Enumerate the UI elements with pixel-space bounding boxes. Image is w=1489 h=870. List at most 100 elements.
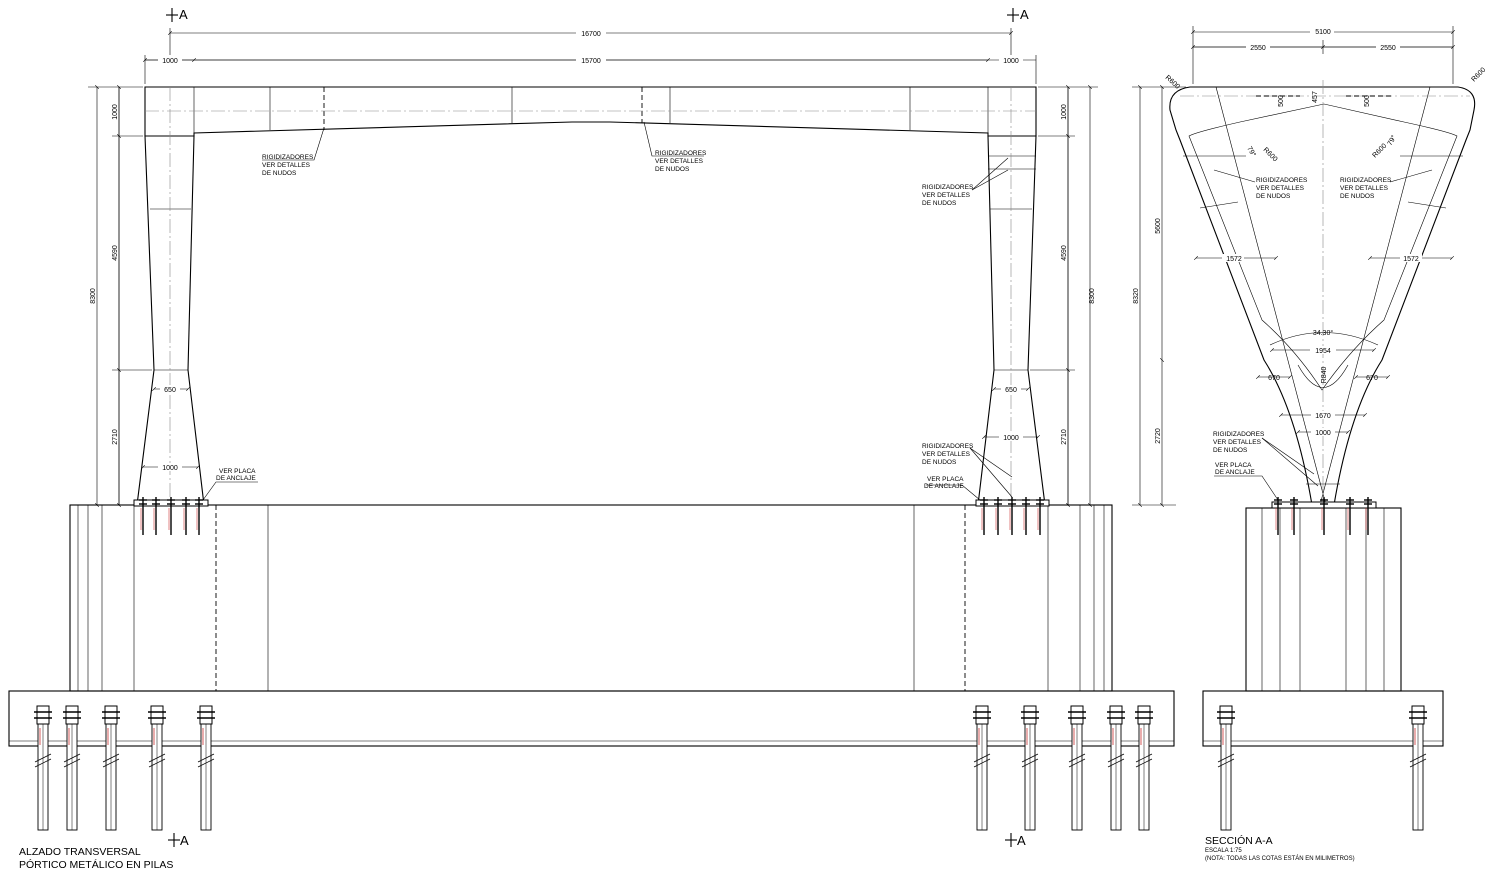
dim-total-span: 16700 (581, 31, 601, 38)
dim-radius-bottom: R840 (1321, 367, 1328, 384)
dim-clear-span: 15700 (581, 58, 601, 65)
dim-leg-thick-left: 670 (1268, 375, 1280, 382)
dim-lower-col-right: 2710 (1061, 429, 1068, 445)
pile (1217, 705, 1235, 831)
section-cut-markers: A A A A (166, 7, 1029, 848)
dim-right-col: 1000 (1003, 58, 1019, 65)
dim-base-width: 1670 (1315, 413, 1331, 420)
dim-section-width: 5100 (1315, 29, 1331, 36)
dim-angle-right: 79° (1386, 134, 1398, 147)
portal-frame (136, 86, 1046, 506)
dim-upper-col-left: 4590 (112, 245, 119, 261)
dim-left-col: 1000 (162, 58, 178, 65)
elevation-piles (34, 705, 1153, 831)
dim-flange-left: 500 (1278, 95, 1285, 107)
sec-note-rig-bottom-l2: VER DETALLES (1213, 439, 1262, 446)
section-view: 5100 2550 2550 5600 8320 2720 500 457 50… (1132, 26, 1487, 862)
dim-inner-width: 1954 (1315, 348, 1331, 355)
footing (8, 690, 1175, 747)
anchor-bolt (1364, 497, 1372, 535)
dim-section-lower: 2720 (1155, 428, 1162, 444)
sec-note-rig-left-l3: DE NUDOS (1256, 193, 1291, 200)
section-scale: ESCALA 1:75 (1205, 848, 1242, 854)
note-rig-4-l2: VER DETALLES (922, 451, 971, 458)
section-notes: RIGIDIZADORES VER DETALLES DE NUDOS RIGI… (1213, 169, 1433, 501)
dim-col-base-left: 1000 (162, 465, 178, 472)
anchor-bolts (133, 497, 1050, 535)
elevation-dims-columns: 650 1000 650 1000 (143, 385, 1038, 472)
pile (63, 705, 81, 831)
anchor-bolt (195, 497, 203, 535)
note-rig-1-l2: VER DETALLES (262, 162, 311, 169)
note-placa-left-l2: DE ANCLAJE (216, 475, 256, 482)
pile (102, 705, 120, 831)
sec-note-rig-bottom-l1: RIGIDIZADORES (1213, 431, 1265, 438)
dim-leg-left: 1572 (1226, 256, 1242, 263)
note-rig-1-l3: DE NUDOS (262, 170, 297, 177)
pile (1409, 705, 1427, 831)
sec-note-rig-right-l3: DE NUDOS (1340, 193, 1375, 200)
cut-marker-label: A (1017, 833, 1026, 848)
dim-radius-tl: R600 (1164, 74, 1181, 90)
elevation-notes: RIGIDIZADORES VER DETALLES DE NUDOS RIGI… (202, 121, 1013, 501)
anchor-bolt (167, 497, 175, 535)
dim-flange-right: 500 (1364, 95, 1371, 107)
dim-leg-thick-right: 670 (1366, 375, 1378, 382)
note-rig-3-l3: DE NUDOS (922, 200, 957, 207)
note-placa-left-l1: VER PLACA (219, 468, 256, 475)
dim-half-left: 2550 (1250, 45, 1266, 52)
dim-angle-left: 79° (1245, 145, 1257, 158)
anchor-bolt (1022, 497, 1030, 535)
sec-note-rig-left-l1: RIGIDIZADORES (1256, 177, 1308, 184)
anchor-bolt (1274, 497, 1282, 535)
dim-half-right: 2550 (1380, 45, 1396, 52)
dim-beam-depth-right: 1000 (1061, 104, 1068, 120)
elevation-subtitle: PÓRTICO METÁLICO EN PILAS (19, 858, 173, 870)
dim-radius-tr: R600 (1470, 67, 1487, 84)
dim-base-inner: 1000 (1315, 430, 1331, 437)
cut-marker-label: A (1020, 7, 1029, 22)
sec-note-placa-l2: DE ANCLAJE (1215, 469, 1255, 476)
dim-upper-col-right: 4590 (1061, 245, 1068, 261)
elevation-dims-top: 16700 1000 15700 1000 (145, 28, 1037, 84)
pile (34, 705, 52, 831)
elevation-dims-left: 1000 4590 2710 8300 (88, 87, 152, 505)
dim-apex: 457 (1312, 91, 1319, 103)
note-rig-2-l3: DE NUDOS (655, 166, 690, 173)
dim-beam-depth-left: 1000 (112, 104, 119, 120)
dim-angle: 34.30° (1313, 329, 1334, 337)
anchor-bolt (139, 497, 147, 535)
anchor-bolt (1290, 497, 1298, 535)
pile (1107, 705, 1125, 831)
section-pier (1245, 507, 1402, 692)
section-piles (1217, 705, 1427, 831)
sec-note-rig-right-l1: RIGIDIZADORES (1340, 177, 1392, 184)
note-rig-4-l1: RIGIDIZADORES (922, 443, 974, 450)
section-anchor-bolts (1271, 497, 1377, 535)
anchor-bolt (980, 497, 988, 535)
pile (148, 705, 166, 831)
anchor-bolt (152, 497, 160, 535)
note-rig-2-l2: VER DETALLES (655, 158, 704, 165)
dim-radius-inner-right: R600 (1371, 143, 1388, 160)
dim-col-base-right: 1000 (1003, 435, 1019, 442)
note-rig-3-l2: VER DETALLES (922, 192, 971, 199)
note-rig-2-l1: RIGIDIZADORES (655, 150, 707, 157)
note-rig-4-l3: DE NUDOS (922, 459, 957, 466)
dim-section-upper: 5600 (1155, 218, 1162, 234)
pile (1021, 705, 1039, 831)
anchor-bolt (1320, 497, 1328, 535)
sec-note-rig-right-l2: VER DETALLES (1340, 185, 1389, 192)
elevation-dims-right: 1000 4590 2710 8300 (1030, 87, 1098, 505)
dim-col-neck-left: 650 (164, 387, 176, 394)
note-rig-1-l1: RIGIDIZADORES (262, 154, 314, 161)
dim-section-total: 8320 (1133, 288, 1140, 304)
pile (197, 705, 215, 831)
dim-leg-right: 1572 (1403, 256, 1419, 263)
section-title: SECCIÓN A-A (1205, 834, 1273, 847)
sec-note-rig-bottom-l3: DE NUDOS (1213, 447, 1248, 454)
cut-marker-label: A (179, 7, 188, 22)
cut-marker-label: A (180, 833, 189, 848)
dim-col-neck-right: 650 (1005, 387, 1017, 394)
